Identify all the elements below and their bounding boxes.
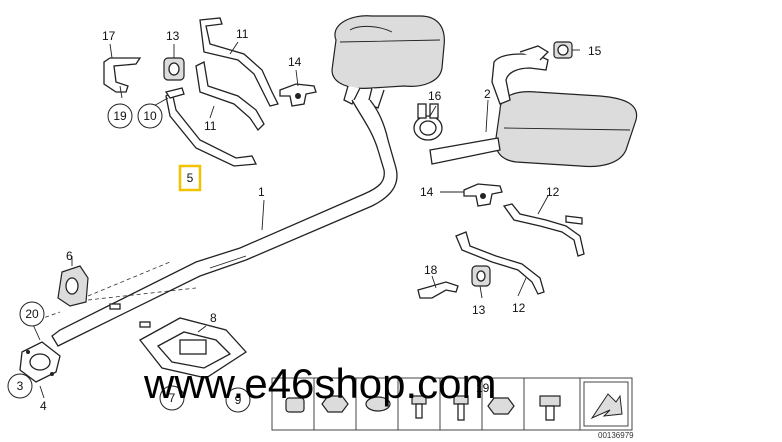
- callout-4: 4: [40, 399, 47, 413]
- callout-14-right: 14: [420, 185, 434, 199]
- callout-10: 10: [137, 103, 163, 129]
- bolt: [109, 303, 151, 328]
- bracket-14-right[interactable]: [463, 183, 503, 207]
- rubber-hanger-6[interactable]: [57, 265, 89, 307]
- small-part-washer[interactable]: [365, 396, 391, 412]
- hanger-11-upper[interactable]: [199, 17, 279, 107]
- svg-text:7: 7: [169, 391, 176, 405]
- rear-silencer[interactable]: [429, 45, 638, 168]
- callout-6: 6: [66, 249, 73, 263]
- rubber-mount-15[interactable]: [553, 41, 573, 59]
- dash-line-3: [31, 311, 61, 323]
- rubber-mount-13-right[interactable]: [471, 265, 491, 287]
- callout-19-left: 19: [107, 103, 133, 129]
- small-part-bolt[interactable]: [411, 395, 427, 419]
- callout-7: 7: [159, 385, 185, 411]
- callout-9: 9: [225, 387, 251, 413]
- callout-18: 18: [424, 263, 438, 277]
- small-part-nut[interactable]: [285, 397, 305, 413]
- callout-11-upper: 11: [236, 27, 249, 41]
- small-part-nut-2[interactable]: [487, 397, 515, 415]
- svg-text:5: 5: [187, 171, 194, 185]
- arrow-icon: [583, 381, 629, 427]
- svg-text:3: 3: [17, 379, 24, 393]
- bracket-14-top[interactable]: [279, 83, 317, 107]
- watermark-text: www.e46shop.com: [143, 360, 497, 407]
- svg-text:10: 10: [143, 109, 157, 123]
- callout-3: 3: [7, 373, 33, 399]
- hanger-12-upper[interactable]: [502, 203, 585, 257]
- callout-17: 17: [102, 29, 116, 43]
- bracket-17[interactable]: [103, 57, 142, 99]
- svg-text:20: 20: [25, 307, 39, 321]
- callout-13-right: 13: [472, 303, 486, 317]
- strip-callout-19: 19: [476, 381, 490, 395]
- pipe-clamp[interactable]: [413, 103, 443, 141]
- callout-8: 8: [210, 311, 217, 325]
- small-part-hex-nut[interactable]: [321, 395, 349, 413]
- callout-2: 2: [484, 87, 491, 101]
- callout-14-top: 14: [288, 55, 302, 69]
- heat-shield-8[interactable]: [139, 317, 247, 379]
- rubber-mount-13[interactable]: [163, 57, 185, 81]
- main-exhaust-pipe[interactable]: [51, 99, 398, 347]
- callout-20: 20: [19, 301, 45, 327]
- hanger-11-lower[interactable]: [195, 61, 265, 132]
- small-part-screw[interactable]: [539, 395, 561, 421]
- callout-16: 16: [428, 89, 442, 103]
- callout-12-lower: 12: [512, 301, 526, 315]
- callout-11-lower: 11: [204, 119, 217, 133]
- callout-15: 15: [588, 44, 602, 58]
- svg-text:9: 9: [235, 393, 242, 407]
- callout-1: 1: [258, 185, 265, 199]
- pipe-flange[interactable]: [19, 341, 61, 383]
- small-part-19-stud[interactable]: [453, 395, 469, 421]
- svg-text:19: 19: [113, 109, 127, 123]
- catalog-number: 00136979: [598, 431, 634, 440]
- callout-13: 13: [166, 29, 180, 43]
- bracket-18[interactable]: [417, 281, 459, 299]
- center-muffler[interactable]: [331, 15, 445, 109]
- callout-5-highlighted[interactable]: 5: [178, 164, 202, 192]
- bracket-10[interactable]: [164, 87, 185, 99]
- hanger-5[interactable]: [165, 90, 258, 167]
- dash-line-1: [87, 261, 171, 297]
- callout-12-upper: 12: [546, 185, 560, 199]
- hanger-12-lower[interactable]: [455, 231, 545, 295]
